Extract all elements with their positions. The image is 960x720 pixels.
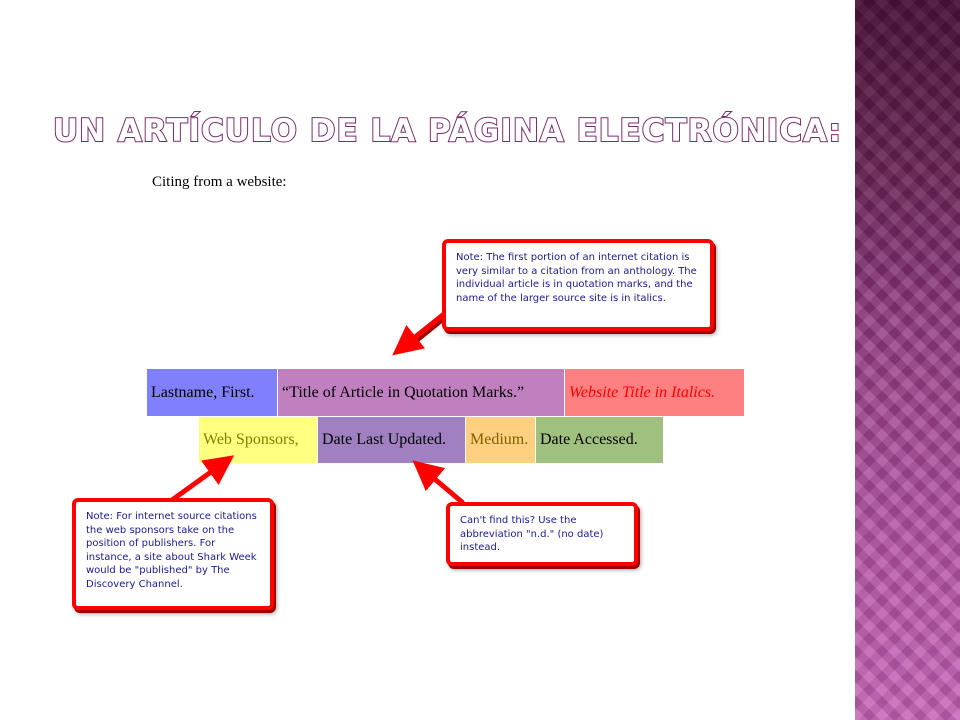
arrow-top-note xyxy=(392,311,449,356)
decorative-side-band xyxy=(855,0,960,720)
slide-subtitle: Citing from a website: xyxy=(152,174,287,190)
note-right: Can't find this? Use the abbreviation "n… xyxy=(446,502,638,566)
citation-website-title: Website Title in Italics. xyxy=(565,369,744,416)
note-left: Note: For internet source citations the … xyxy=(72,498,274,610)
citation-medium: Medium. xyxy=(466,417,535,463)
citation-date-updated: Date Last Updated. xyxy=(318,417,465,463)
arrow-right-note xyxy=(412,460,465,505)
slide-title: Un artículo de la página electrónica: xyxy=(52,112,843,150)
citation-date-accessed: Date Accessed. xyxy=(536,417,663,463)
citation-lastname: Lastname, First. xyxy=(147,369,277,416)
citation-article-title: “Title of Article in Quotation Marks.” xyxy=(278,369,564,416)
note-top: Note: The first portion of an internet c… xyxy=(442,239,714,331)
citation-web-sponsors: Web Sponsors, xyxy=(199,417,317,463)
arrow-left-note xyxy=(169,455,235,503)
